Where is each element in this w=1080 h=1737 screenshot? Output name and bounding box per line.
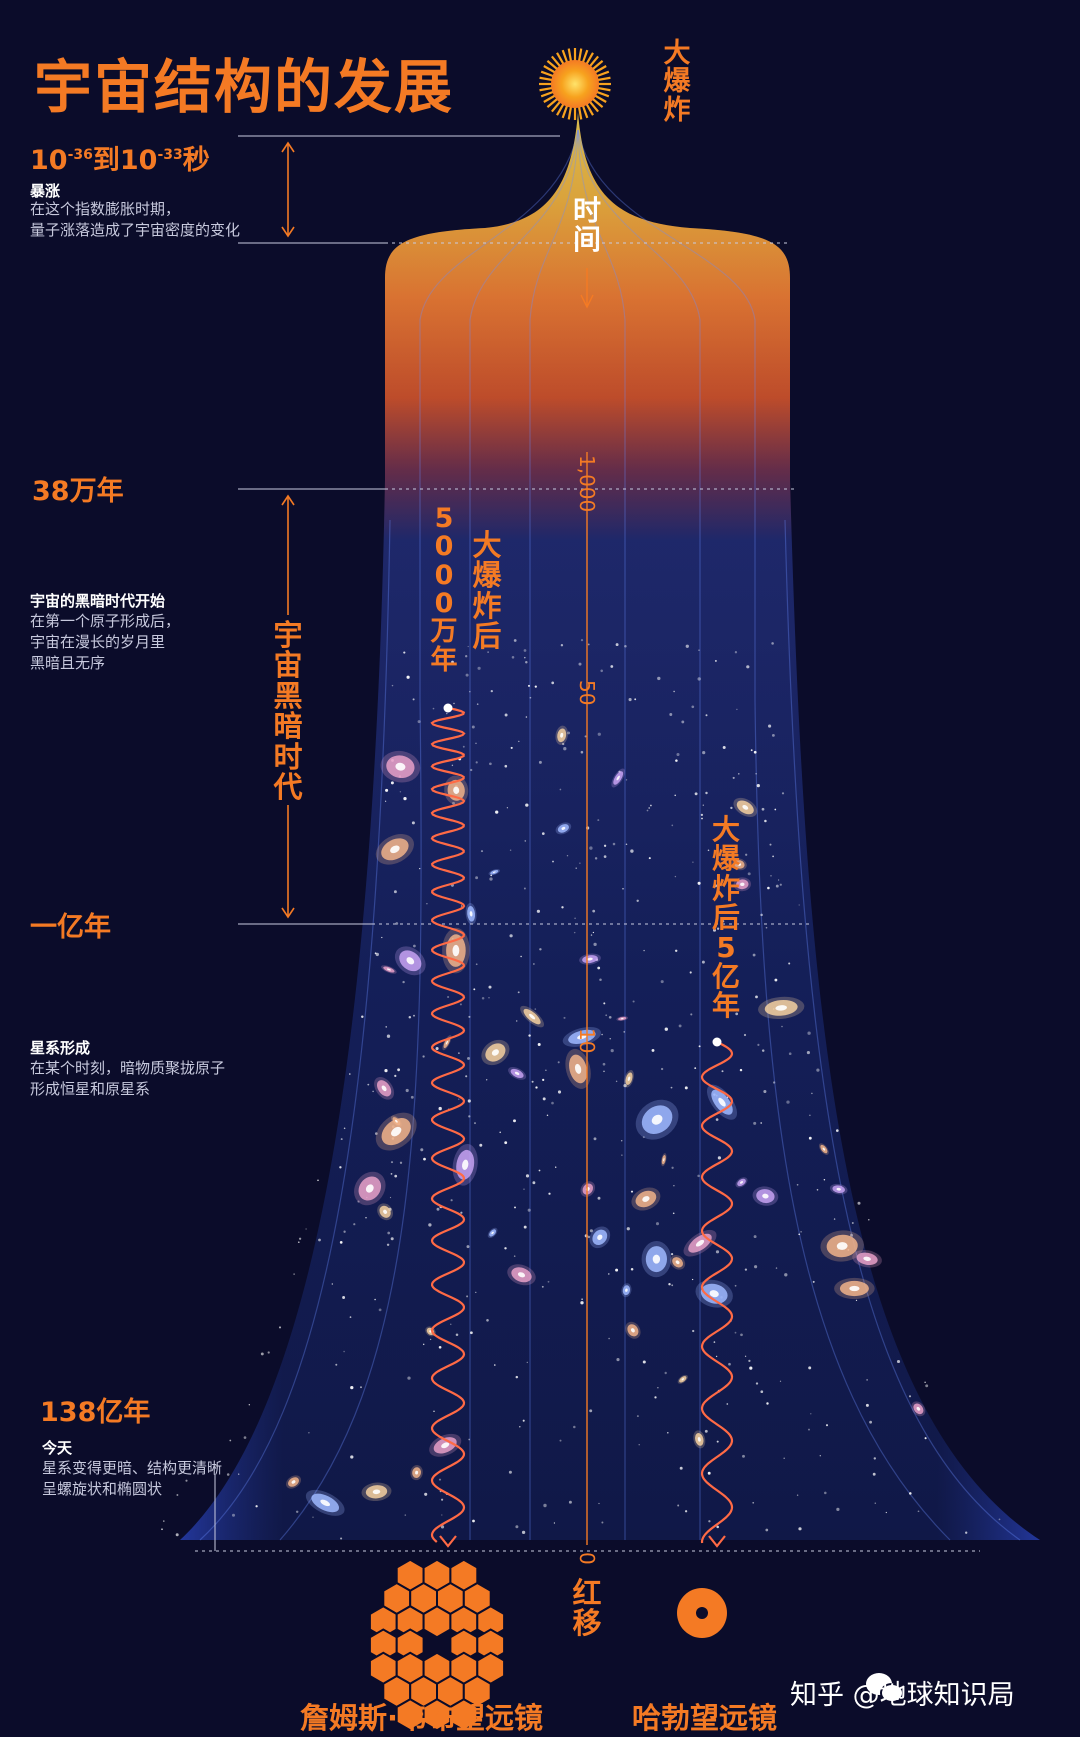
stage-heading-inflation: 暴涨 (30, 182, 61, 200)
stage-desc-today: 星系变得更暗、结构更清晰 呈螺旋状和椭圆状 (42, 1459, 223, 1498)
stage-time-inflation: 10-36到10-33秒 (30, 145, 210, 176)
time-axis-label: 时间 (572, 194, 601, 257)
dark-age-label: 宇宙黑暗时代 (273, 618, 303, 805)
stage-time-380k: 38万年 (32, 476, 124, 507)
page-title: 宇宙结构的发展 (34, 53, 455, 121)
starburst-icon (539, 48, 611, 120)
stage-desc-dark-ages: 在第一个原子形成后， 宇宙在漫长的岁月里 黑暗且无序 (30, 612, 181, 672)
circular-mirror-icon (677, 1588, 727, 1638)
hubble-since-label: 大爆炸后5亿年 (711, 813, 740, 1023)
redshift-label: 红移 (572, 1576, 602, 1641)
jwst-age-label: 5000万年 (430, 503, 458, 676)
stage-time-100m: 一亿年 (30, 912, 111, 943)
stage-heading-galaxy-formation: 星系形成 (30, 1039, 91, 1057)
redshift-tick-50: 50 (575, 680, 599, 705)
redshift-tick-1000: 1,000 (575, 455, 599, 512)
wechat-icon (866, 1673, 904, 1703)
flow-lines (199, 129, 1021, 1541)
redshift-tick-0: 0 (575, 1552, 599, 1565)
stage-heading-dark-ages: 宇宙的黑暗时代开始 (30, 592, 166, 610)
watermark: 知乎 @地球知识局 (790, 1680, 1015, 1711)
big-bang-label: 大爆炸 (663, 38, 691, 126)
redshift-axis (580, 268, 594, 1545)
stage-heading-today: 今天 (42, 1439, 73, 1457)
jwst-name: 詹姆斯·韦布望远镜 (300, 1701, 544, 1735)
span-brackets (281, 141, 295, 919)
light-waves (430, 703, 734, 1548)
stage-desc-galaxy-formation: 在某个时刻，暗物质聚拢原子 形成恒星和原星系 (30, 1059, 226, 1098)
jwst-since-label: 大爆炸后 (472, 528, 502, 654)
stage-time-13.8b: 138亿年 (40, 1397, 151, 1428)
hexagon-mirror-icon (368, 1558, 506, 1732)
redshift-tick-10: 10 (575, 1028, 599, 1053)
hubble-name: 哈勃望远镜 (632, 1701, 778, 1735)
stage-desc-inflation: 在这个指数膨胀时期， 量子涨落造成了宇宙密度的变化 (30, 200, 241, 239)
stage-markers (195, 135, 980, 1552)
redshift-ticks: 1,000 50 10 0 (575, 455, 599, 1565)
